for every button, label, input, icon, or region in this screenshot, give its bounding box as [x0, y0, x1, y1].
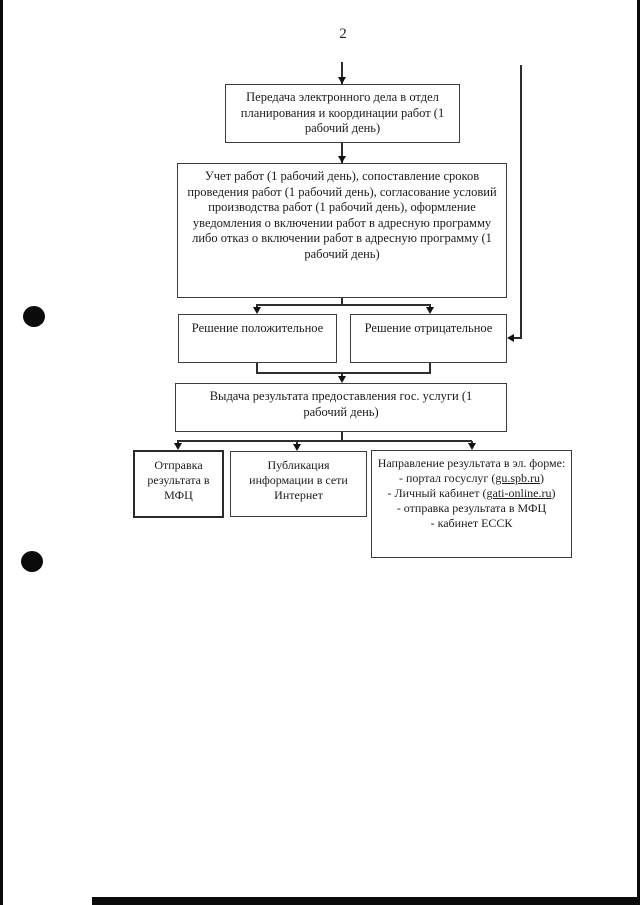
connector-issue-stem	[341, 432, 343, 441]
flowchart-box-issue-result: Выдача результата предоставления гос. ус…	[175, 383, 507, 432]
flowchart-box-electronic-item: - портал госуслуг (gu.spb.ru)	[376, 471, 567, 486]
connector-positive-stem	[256, 363, 258, 373]
flowchart-box-decision-positive: Решение положительное	[178, 314, 337, 363]
connector-accounting-stem	[341, 298, 343, 305]
link-gu-spb-ru: gu.spb.ru	[495, 471, 541, 485]
connector-negative-stem	[429, 363, 431, 373]
arrowhead-into-accounting	[338, 156, 346, 163]
flowchart-box-accounting: Учет работ (1 рабочий день), сопоставлен…	[177, 163, 507, 298]
flowchart-box-electronic-title: Направление результата в эл. форме:	[377, 456, 566, 470]
flowchart-box-accounting-text: Учет работ (1 рабочий день), сопоставлен…	[187, 169, 497, 261]
arrowhead-into-mfc	[174, 443, 182, 450]
connector-top-into-transfer	[341, 62, 343, 84]
connector-transfer-to-accounting	[341, 143, 343, 163]
arrowhead-into-transfer	[338, 77, 346, 84]
scan-border-bottom	[92, 897, 640, 905]
arrowhead-into-negative	[426, 307, 434, 314]
flowchart-box-decision-positive-text: Решение положительное	[191, 321, 324, 335]
flowchart-box-send-mfc-text: Отправка результата в МФЦ	[147, 458, 210, 502]
flowchart-box-send-mfc: Отправка результата в МФЦ	[133, 450, 224, 518]
arrowhead-into-positive	[253, 307, 261, 314]
scan-border-left	[0, 0, 3, 905]
electronic-item-0-suffix: )	[540, 471, 545, 485]
flowchart-box-electronic-item: - отправка результата в МФЦ	[376, 501, 567, 516]
connector-split-horizontal	[256, 304, 431, 306]
arrowhead-into-issue-result	[338, 376, 346, 383]
electronic-item-2-prefix: - отправка результата в МФЦ	[396, 501, 547, 515]
scan-border-right	[637, 0, 640, 905]
connector-bottom-horizontal	[177, 440, 472, 442]
electronic-item-1-suffix: )	[551, 486, 556, 500]
arrowhead-into-electronic	[468, 443, 476, 450]
arrowhead-into-internet	[293, 444, 301, 451]
punch-hole-top	[23, 306, 45, 327]
flowchart-box-transfer: Передача электронного дела в отдел плани…	[225, 84, 460, 143]
flowchart-box-publish-internet: Публикация информации в сети Интернет	[230, 451, 367, 517]
connector-merge-horizontal	[256, 372, 431, 374]
flowchart-box-electronic-item: - Личный кабинет (gati-online.ru)	[376, 486, 567, 501]
flowchart-box-electronic: Направление результата в эл. форме: - по…	[371, 450, 572, 558]
electronic-item-3-prefix: - кабинет ЕССК	[430, 516, 513, 530]
connector-electronic-stem	[471, 441, 473, 444]
arrowhead-into-negative-side	[507, 334, 514, 342]
flowchart-box-decision-negative: Решение отрицательное	[350, 314, 507, 363]
flowchart-box-issue-result-text: Выдача результата предоставления гос. ус…	[209, 389, 473, 419]
connector-internet-stem	[296, 441, 298, 445]
punch-hole-bottom	[21, 551, 43, 572]
flowchart-box-publish-internet-text: Публикация информации в сети Интернет	[249, 458, 348, 502]
connector-mfc-stem	[177, 441, 179, 444]
electronic-item-0-prefix: - портал госуслуг (	[398, 471, 496, 485]
flowchart-box-electronic-item: - кабинет ЕССК	[376, 516, 567, 531]
link-gati-online-ru: gati-online.ru	[486, 486, 552, 500]
connector-merge-stem	[341, 373, 343, 377]
flowchart-box-transfer-text: Передача электронного дела в отдел плани…	[240, 90, 445, 135]
electronic-item-1-prefix: - Личный кабинет (	[387, 486, 487, 500]
page-number: 2	[339, 26, 347, 42]
connector-right-horizontal	[513, 337, 522, 339]
flowchart-box-decision-negative-text: Решение отрицательное	[364, 321, 493, 335]
connector-right-vertical	[520, 65, 522, 338]
